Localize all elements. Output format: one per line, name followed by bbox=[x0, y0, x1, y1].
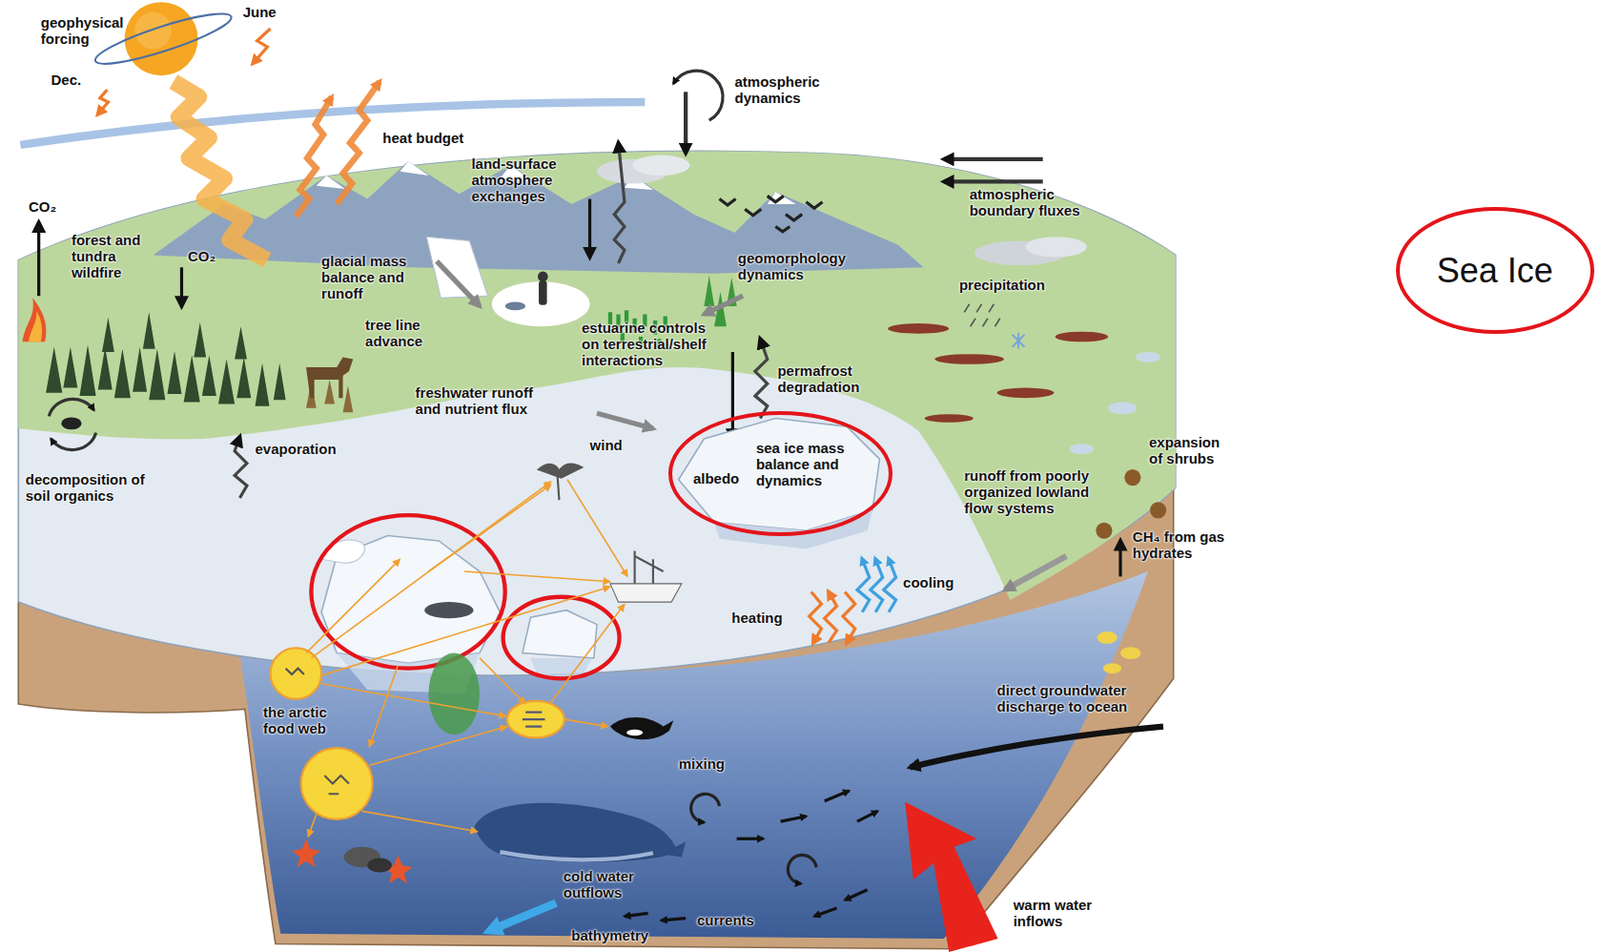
highlight-circle: Sea Ice bbox=[1395, 206, 1595, 334]
annotation-label: wind bbox=[590, 436, 623, 453]
highlight-circle: albedo sea ice mass balance and dynamics bbox=[668, 410, 893, 536]
annotation-label: geomorphology dynamics bbox=[738, 249, 882, 283]
annotation-label: decomposition of soil organics bbox=[25, 471, 169, 504]
annotation-label: CH₄ from gas hydrates bbox=[1132, 528, 1248, 561]
annotation-label: precipitation bbox=[959, 276, 1046, 293]
annotation-label: the arctic food web bbox=[263, 703, 349, 737]
annotation-label: Dec. bbox=[51, 71, 83, 88]
annotation-label: runoff from poorly organized lowland flo… bbox=[964, 467, 1098, 516]
annotation-label: geophysical forcing bbox=[41, 14, 142, 47]
annotation-label: cooling bbox=[902, 574, 954, 591]
annotation-label: cold water outflows bbox=[563, 867, 655, 901]
annotation-label: forest and tundra wildfire bbox=[71, 231, 163, 281]
annotation-label: direct groundwater discharge to ocean bbox=[997, 681, 1155, 715]
annotation-label: CO₂ bbox=[187, 247, 216, 265]
annotation-label: heating bbox=[731, 609, 782, 626]
annotation-label: June bbox=[243, 3, 277, 21]
annotation-label: evaporation bbox=[255, 440, 337, 457]
node-text: Sea Ice bbox=[1436, 250, 1554, 290]
annotation-label: heat budget bbox=[382, 129, 464, 146]
node-text: albedo bbox=[693, 470, 739, 487]
annotation-label: glacial mass balance and runoff bbox=[321, 252, 425, 302]
annotation-label: warm water inflows bbox=[1013, 896, 1109, 929]
annotation-label: mixing bbox=[678, 755, 725, 772]
annotation-label: atmospheric boundary fluxes bbox=[969, 185, 1113, 219]
annotation-label: land-surface atmosphere exchanges bbox=[471, 155, 578, 205]
annotation-label: permafrost degradation bbox=[777, 362, 883, 395]
annotation-label: estuarine controls on terrestrial/shelf … bbox=[581, 319, 716, 369]
annotation-label: atmospheric dynamics bbox=[735, 73, 841, 106]
annotation-label: tree line advance bbox=[365, 316, 452, 349]
annotation-label: currents bbox=[697, 911, 755, 928]
annotation-label: expansion of shrubs bbox=[1148, 433, 1235, 467]
node-text: sea ice mass balance and dynamics bbox=[756, 439, 862, 489]
annotation-label: bathymetry bbox=[571, 926, 649, 944]
annotation-label: CO₂ bbox=[28, 198, 57, 215]
annotation-label: freshwater runoff and nutrient flux bbox=[415, 384, 535, 417]
